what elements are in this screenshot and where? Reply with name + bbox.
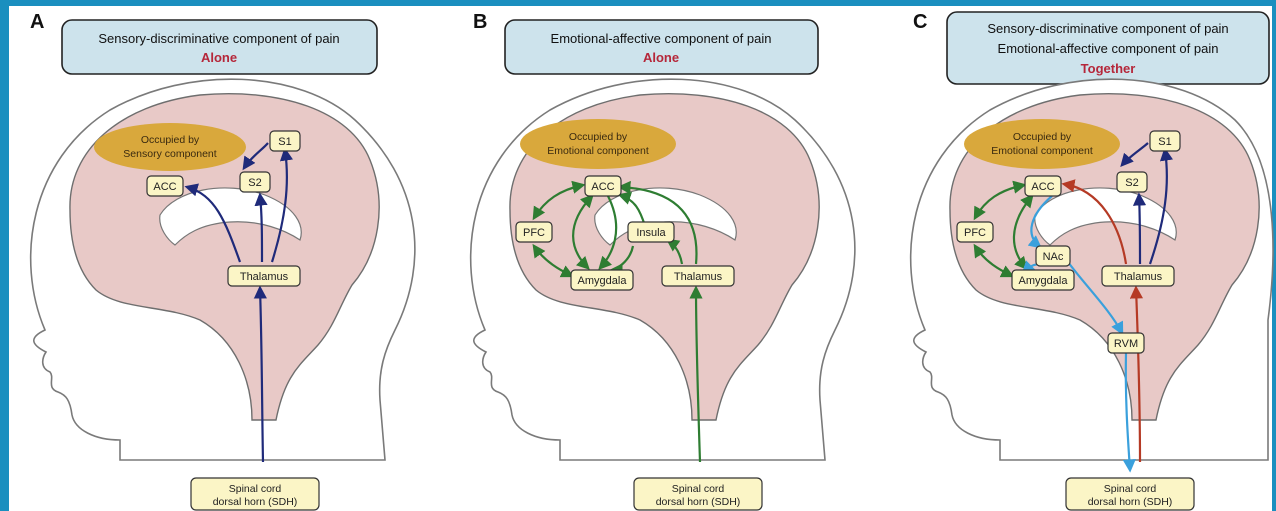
occupied-ellipse: Occupied by Emotional component bbox=[964, 119, 1120, 169]
svg-text:S2: S2 bbox=[248, 177, 261, 189]
occupied-line: Emotional component bbox=[991, 145, 1093, 157]
svg-text:S1: S1 bbox=[278, 136, 291, 148]
svg-text:ACC: ACC bbox=[1031, 181, 1054, 193]
svg-text:PFC: PFC bbox=[964, 227, 986, 239]
occupied-line: Occupied by bbox=[569, 131, 628, 143]
svg-text:Thalamus: Thalamus bbox=[674, 271, 723, 283]
occupied-line: Emotional component bbox=[547, 145, 649, 157]
node-rvm: RVM bbox=[1108, 333, 1144, 353]
panel-b: B Emotional-affective component of pain … bbox=[471, 11, 855, 510]
node-amygdala: Amygdala bbox=[1012, 270, 1074, 290]
panel-letter: B bbox=[473, 11, 487, 33]
title-line: Emotional-affective component of pain bbox=[998, 41, 1219, 56]
node-amygdala: Amygdala bbox=[571, 270, 633, 290]
svg-text:dorsal horn (SDH): dorsal horn (SDH) bbox=[656, 496, 741, 508]
node-acc: ACC bbox=[147, 176, 183, 196]
node-nac: NAc bbox=[1036, 246, 1070, 266]
node-spinal-cord: Spinal cord dorsal horn (SDH) bbox=[634, 478, 762, 510]
svg-text:S2: S2 bbox=[1125, 177, 1138, 189]
svg-text:Thalamus: Thalamus bbox=[1114, 271, 1163, 283]
node-acc: ACC bbox=[585, 176, 621, 196]
title-line: Emotional-affective component of pain bbox=[551, 31, 772, 46]
title-mode: Alone bbox=[643, 50, 679, 65]
title-box: Sensory-discriminative component of pain… bbox=[62, 20, 377, 74]
node-spinal-cord: Spinal cord dorsal horn (SDH) bbox=[191, 478, 319, 510]
node-pfc: PFC bbox=[957, 222, 993, 242]
svg-text:Spinal cord: Spinal cord bbox=[229, 483, 282, 495]
node-insula: Insula bbox=[628, 222, 674, 242]
svg-text:PFC: PFC bbox=[523, 227, 545, 239]
node-s2: S2 bbox=[240, 172, 270, 192]
title-mode: Alone bbox=[201, 50, 237, 65]
svg-text:ACC: ACC bbox=[591, 181, 614, 193]
occupied-line: Sensory component bbox=[123, 148, 216, 160]
occupied-ellipse: Occupied by Emotional component bbox=[520, 119, 676, 169]
panel-c: C Sensory-discriminative component of pa… bbox=[911, 11, 1273, 510]
node-pfc: PFC bbox=[516, 222, 552, 242]
svg-text:Spinal cord: Spinal cord bbox=[672, 483, 725, 495]
svg-text:Amygdala: Amygdala bbox=[1019, 275, 1069, 287]
title-mode: Together bbox=[1081, 61, 1136, 76]
panel-a: A Sensory-discriminative component of pa… bbox=[30, 11, 415, 510]
title-box: Sensory-discriminative component of pain… bbox=[947, 12, 1269, 84]
svg-text:dorsal horn (SDH): dorsal horn (SDH) bbox=[213, 496, 298, 508]
title-line: Sensory-discriminative component of pain bbox=[98, 31, 339, 46]
node-s1: S1 bbox=[1150, 131, 1180, 151]
node-spinal-cord: Spinal cord dorsal horn (SDH) bbox=[1066, 478, 1194, 510]
node-thalamus: Thalamus bbox=[662, 266, 734, 286]
node-thalamus: Thalamus bbox=[228, 266, 300, 286]
node-s1: S1 bbox=[270, 131, 300, 151]
occupied-line: Occupied by bbox=[141, 134, 200, 146]
occupied-ellipse: Occupied by Sensory component bbox=[94, 123, 246, 171]
svg-text:ACC: ACC bbox=[153, 181, 176, 193]
panel-letter: C bbox=[913, 11, 927, 33]
node-s2: S2 bbox=[1117, 172, 1147, 192]
node-acc: ACC bbox=[1025, 176, 1061, 196]
svg-text:Amygdala: Amygdala bbox=[578, 275, 628, 287]
arrow-thalamus-to-s2 bbox=[1139, 195, 1140, 264]
title-box: Emotional-affective component of pain Al… bbox=[505, 20, 818, 74]
svg-text:Insula: Insula bbox=[636, 227, 666, 239]
svg-text:Thalamus: Thalamus bbox=[240, 271, 289, 283]
svg-text:Spinal cord: Spinal cord bbox=[1104, 483, 1157, 495]
occupied-line: Occupied by bbox=[1013, 131, 1072, 143]
node-thalamus: Thalamus bbox=[1102, 266, 1174, 286]
svg-text:S1: S1 bbox=[1158, 136, 1171, 148]
panel-letter: A bbox=[30, 11, 44, 33]
title-line: Sensory-discriminative component of pain bbox=[987, 21, 1228, 36]
svg-text:RVM: RVM bbox=[1114, 338, 1138, 350]
svg-text:dorsal horn (SDH): dorsal horn (SDH) bbox=[1088, 496, 1173, 508]
svg-text:NAc: NAc bbox=[1043, 251, 1064, 263]
